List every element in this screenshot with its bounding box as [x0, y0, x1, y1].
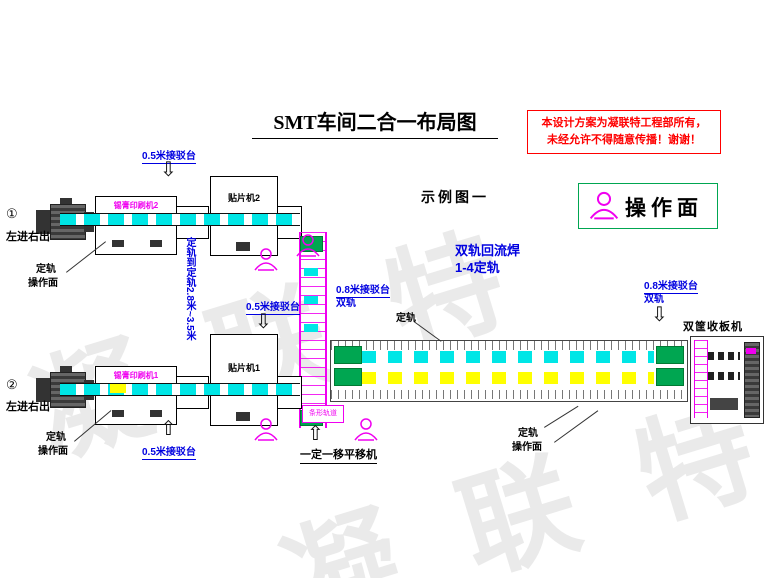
- mounter-2-label: 贴片机2: [227, 193, 260, 203]
- row2-operation-face-label: 操作面: [38, 446, 68, 457]
- stopper-block: [334, 368, 362, 386]
- conveyor-band-row2: [60, 383, 300, 396]
- operator-icon: [254, 418, 278, 441]
- copyright-notice: 本设计方案为凝联特工程部所有， 未经允许不得随意传播！谢谢！: [527, 110, 721, 155]
- dock-label-mid: 0.5米接驳台: [246, 298, 300, 315]
- operation-face-legend: 操作面: [578, 183, 718, 229]
- operator-icon: [589, 191, 619, 220]
- collector-label: 双筐收板机: [683, 321, 743, 333]
- collector-track: [708, 352, 740, 360]
- machine-foot: [236, 412, 250, 421]
- machine-foot: [150, 240, 162, 247]
- dock-label-mid-08: 0.8米接驳台: [336, 281, 390, 298]
- flow-direction-2: 左进右出: [6, 401, 50, 413]
- mounter-1: 贴片机1: [210, 334, 278, 426]
- reflow-line-2: 1-4定轨: [455, 260, 500, 275]
- operator-icon: [254, 248, 278, 271]
- stopper-block: [334, 346, 362, 364]
- collector-marker: [746, 348, 756, 354]
- mounter-1-label: 贴片机1: [227, 363, 260, 373]
- dock-label-right-08-sub: 双轨: [644, 294, 664, 305]
- machine-foot: [236, 242, 250, 251]
- dock-label-mid-08-sub: 双轨: [336, 298, 356, 309]
- up-arrow-icon: ⇧: [160, 418, 177, 440]
- line-number-2: ②: [6, 377, 18, 392]
- board-segment-yellow: [110, 384, 126, 393]
- reflow-caption: 双轨回流焊 1-4定轨: [455, 242, 520, 276]
- right-operation-face-label: 操作面: [512, 442, 542, 453]
- row1-fixed-rail-label: 定轨: [36, 264, 56, 275]
- leader-line: [74, 410, 112, 442]
- oven-rail-2-boards: [362, 372, 654, 384]
- page-title: SMT车间二合一布局图: [252, 106, 498, 139]
- line-number-1: ①: [6, 206, 18, 221]
- notice-line-1: 本设计方案为凝联特工程部所有，: [541, 117, 707, 129]
- machine-foot: [150, 410, 162, 417]
- down-arrow-icon: ⇩: [160, 159, 177, 181]
- board-segment: [304, 296, 318, 304]
- operation-face-label: 操作面: [625, 197, 703, 220]
- collector-track: [708, 372, 740, 380]
- oven-rail-1-boards: [362, 351, 654, 363]
- down-arrow-icon: ⇩: [651, 304, 668, 326]
- leader-line: [66, 241, 107, 273]
- board-segment: [304, 324, 318, 332]
- row1-operation-face-label: 操作面: [28, 278, 58, 289]
- collector-rail: [694, 340, 708, 418]
- dock-label-top-left: 0.5米接驳台: [142, 147, 196, 164]
- leader-line: [544, 405, 579, 428]
- up-arrow-icon: ⇧: [307, 423, 324, 445]
- solder-printer-1-label: 锡膏印刷机1: [113, 371, 159, 380]
- collector-rack: [744, 342, 760, 418]
- collector-base: [710, 398, 738, 410]
- oven-fixed-rail-label: 定轨: [396, 313, 416, 324]
- stopper-block: [656, 346, 684, 364]
- dock-label-bottom-left: 0.5米接驳台: [142, 443, 196, 460]
- flow-direction-1: 左进右出: [6, 231, 50, 243]
- leader-line: [413, 321, 442, 342]
- right-fixed-rail-label: 定轨: [518, 428, 538, 439]
- dock-label-right-08: 0.8米接驳台: [644, 277, 698, 294]
- translator-label: 一定一移平移机: [300, 446, 377, 464]
- oven-hatch-top: [331, 341, 685, 350]
- row2-fixed-rail-label: 定轨: [46, 432, 66, 443]
- reflow-line-1: 双轨回流焊: [455, 243, 521, 258]
- machine-foot: [112, 240, 124, 247]
- board-segment: [304, 268, 318, 276]
- down-arrow-icon: ⇩: [255, 311, 272, 333]
- rail-distance-note: 定轨到定轨2.8米~3.5米: [184, 237, 195, 341]
- solder-printer-2-label: 锡膏印刷机2: [113, 201, 159, 210]
- operator-icon: [354, 418, 378, 441]
- notice-line-2: 未经允许不得随意传播！谢谢！: [547, 134, 701, 147]
- conveyor-band-row1: [60, 213, 300, 226]
- operator-icon: [296, 234, 320, 257]
- oven-hatch-bottom: [331, 390, 685, 399]
- stopper-block: [656, 368, 684, 386]
- shuttle-track-box: 条形轨道: [302, 405, 344, 423]
- machine-foot: [112, 410, 124, 417]
- example-label: 示例图一: [421, 189, 489, 205]
